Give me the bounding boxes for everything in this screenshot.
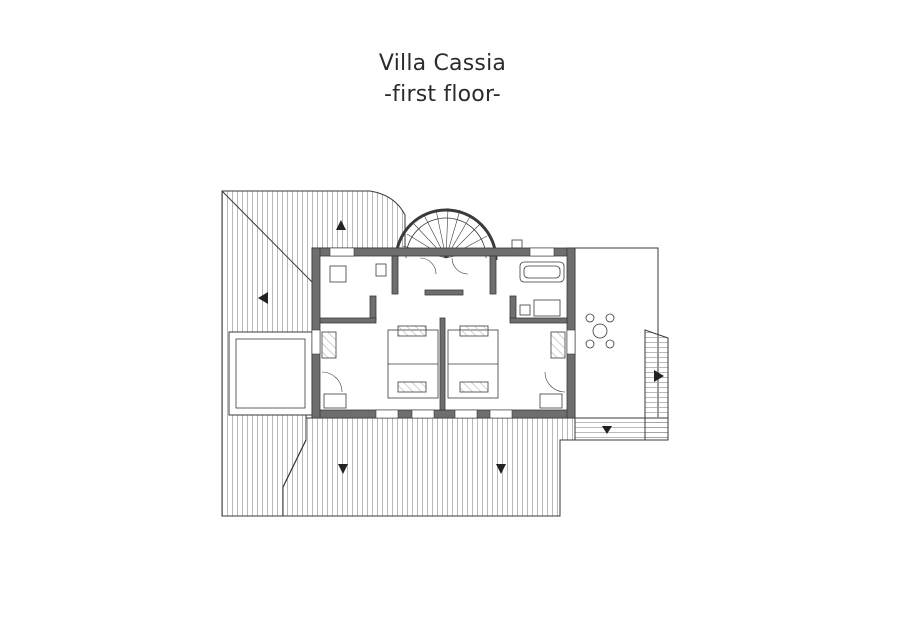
toilet-icon [511, 239, 523, 249]
sink-icon [519, 304, 531, 316]
toilet-icon [329, 265, 347, 283]
door-swing-icon [321, 257, 566, 393]
roof-slope-arrow-icon [336, 220, 346, 230]
roof-slope-arrow-icon [602, 426, 612, 434]
plan-title: Villa Cassia [378, 51, 507, 76]
round-table-icon [585, 313, 615, 349]
light-well [228, 331, 313, 416]
roof-areas [221, 190, 669, 517]
roof-south [282, 417, 576, 517]
roof-hip-line [282, 439, 307, 488]
balcony-east [644, 329, 669, 441]
roof-slope-arrow-icon [654, 370, 664, 382]
toilet-icon [375, 263, 387, 277]
roof-slope-arrow-icon [496, 464, 506, 474]
roof-slope-arrow-icon [258, 292, 268, 304]
plan-subtitle: -first floor- [384, 82, 501, 107]
exterior-walls [311, 247, 576, 419]
roof-slope-arrow-icon [338, 464, 348, 474]
bedroom-furniture [321, 325, 566, 409]
light-well-inner [235, 338, 306, 409]
bathtub-icon [519, 261, 565, 283]
bathroom-fixtures [329, 239, 565, 317]
roof-slope-arrows [258, 220, 664, 474]
shower-icon [533, 299, 561, 317]
roof-hip-line [221, 190, 313, 283]
windows [311, 247, 576, 419]
title-block: Villa Cassia -first floor- [0, 48, 885, 110]
